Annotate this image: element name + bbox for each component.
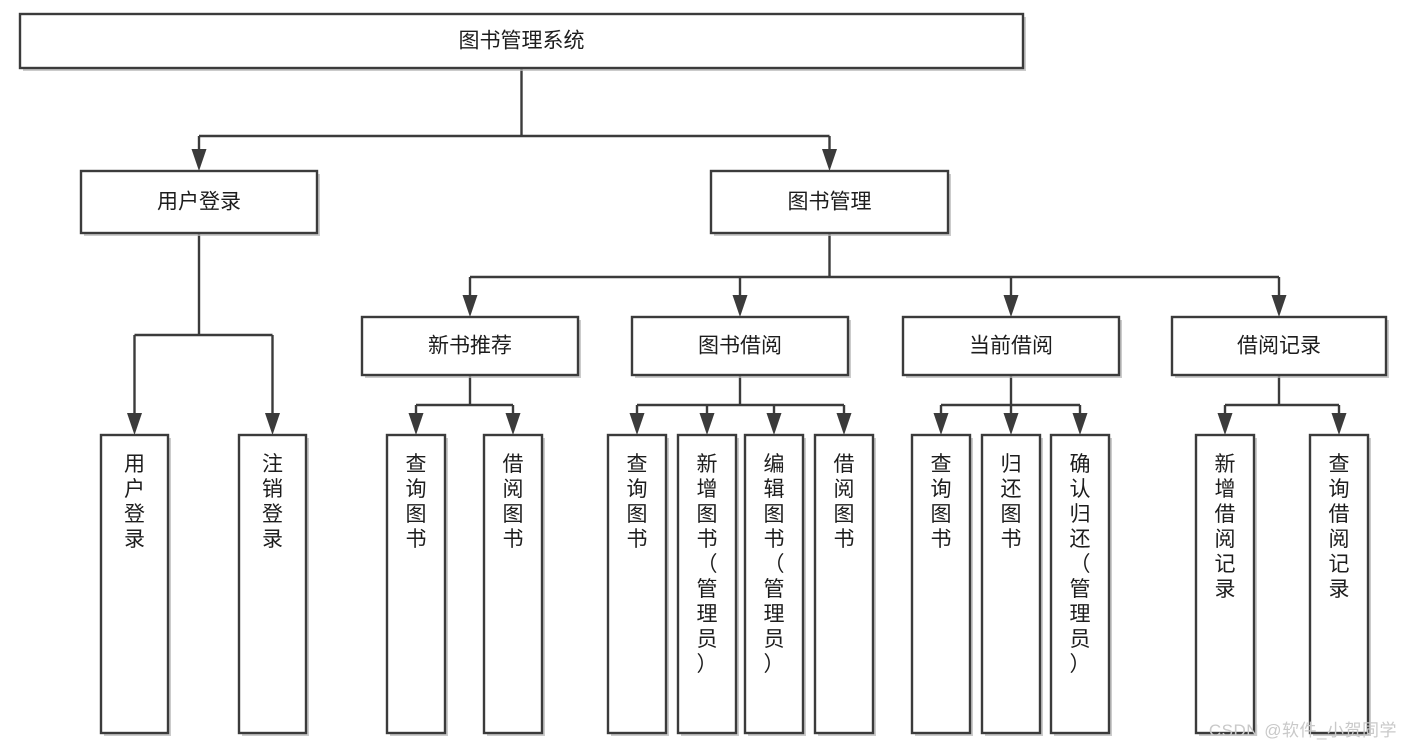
node-box[interactable] [360,315,580,377]
node-box[interactable] [813,433,875,735]
node-book-borrow[interactable]: 图书借阅 [630,315,851,378]
node-leaf-query-book-recommend[interactable]: 查询图书 [385,433,448,736]
node-box[interactable] [18,12,1025,70]
node-leaf-user-login[interactable]: 用户登录 [99,433,171,736]
node-layer: 图书管理系统用户登录图书管理新书推荐图书借阅当前借阅借阅记录用户登录注销登录查询… [18,12,1389,736]
node-user-login[interactable]: 用户登录 [79,169,320,236]
node-book-manage[interactable]: 图书管理 [709,169,951,236]
node-box[interactable] [1308,433,1370,735]
node-leaf-add-borrow-record[interactable]: 新增借阅记录 [1194,433,1257,736]
node-borrow-record[interactable]: 借阅记录 [1170,315,1389,378]
node-label: 查询图书 [406,453,427,551]
node-root[interactable]: 图书管理系统 [18,12,1026,71]
node-box[interactable] [79,169,319,235]
node-leaf-borrow-book[interactable]: 借阅图书 [813,433,876,736]
node-current-borrow[interactable]: 当前借阅 [901,315,1122,378]
node-box[interactable] [630,315,850,377]
node-label: 图书管理 [788,191,872,214]
node-label: 借阅图书 [503,453,524,551]
node-label: 新书推荐 [428,335,512,358]
node-leaf-return-book[interactable]: 归还图书 [980,433,1043,736]
node-label: 新增图书（管理员） [697,453,718,676]
node-label: 用户登录 [157,191,241,214]
connector-layer [127,68,1347,435]
node-leaf-logout[interactable]: 注销登录 [237,433,309,736]
node-leaf-query-book-borrow[interactable]: 查询图书 [606,433,669,736]
node-label: 确认归还（管理员） [1070,453,1091,676]
node-leaf-add-book[interactable]: 新增图书（管理员） [676,433,739,736]
node-label: 借阅图书 [834,453,855,551]
node-leaf-confirm-return[interactable]: 确认归还（管理员） [1049,433,1112,736]
node-label: 查询图书 [627,453,648,551]
node-box[interactable] [237,433,308,735]
node-box[interactable] [901,315,1121,377]
node-leaf-query-book-current[interactable]: 查询图书 [910,433,973,736]
node-box[interactable] [385,433,447,735]
node-label: 新增借阅记录 [1215,453,1236,601]
node-leaf-edit-book[interactable]: 编辑图书（管理员） [743,433,806,736]
node-leaf-borrow-book-recommend[interactable]: 借阅图书 [482,433,545,736]
node-label: 查询借阅记录 [1329,453,1350,601]
node-box[interactable] [606,433,668,735]
node-label: 借阅记录 [1237,335,1321,358]
node-box[interactable] [980,433,1042,735]
node-label: 图书借阅 [698,335,782,358]
node-box[interactable] [1049,433,1111,735]
csdn-watermark: CSDN @软件_小贺同学 [1208,721,1397,740]
node-box[interactable] [99,433,170,735]
node-label: 查询图书 [931,453,952,551]
node-label: 当前借阅 [969,335,1053,358]
node-leaf-query-borrow-record[interactable]: 查询借阅记录 [1308,433,1371,736]
node-box[interactable] [482,433,544,735]
node-label: 注销登录 [262,453,283,551]
node-label: 归还图书 [1001,453,1022,551]
node-new-book-recommend[interactable]: 新书推荐 [360,315,581,378]
node-box[interactable] [910,433,972,735]
node-box[interactable] [709,169,950,235]
node-label: 用户登录 [124,453,145,551]
node-box[interactable] [676,433,738,735]
node-box[interactable] [1170,315,1388,377]
node-box[interactable] [1194,433,1256,735]
node-label: 编辑图书（管理员） [764,453,785,676]
node-label: 图书管理系统 [459,30,585,53]
node-box[interactable] [743,433,805,735]
